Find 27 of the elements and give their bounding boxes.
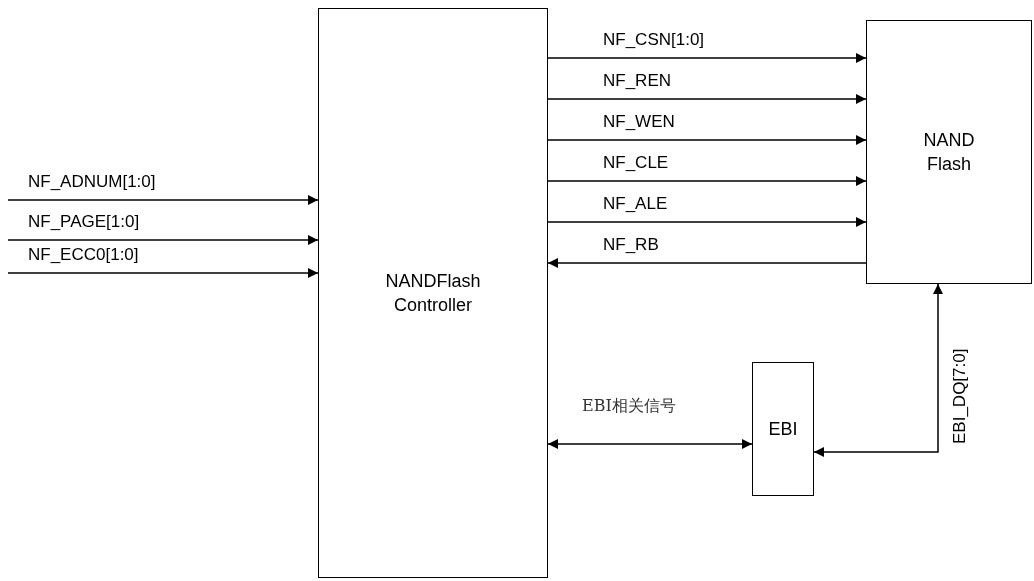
signal-arrow [547, 94, 867, 104]
block-label: NAND Flash [922, 129, 976, 176]
signal-arrow [547, 258, 867, 268]
signal-label: NF_ADNUM[1:0] [26, 172, 158, 192]
signal-arrow [547, 176, 867, 186]
signal-arrow [547, 53, 867, 63]
signal-arrow [547, 217, 867, 227]
signal-arrow [7, 235, 319, 245]
signal-arrow [7, 268, 319, 278]
signal-arrow [547, 439, 753, 449]
signal-label: NF_REN [601, 71, 673, 91]
signal-arrow [813, 283, 943, 457]
signal-label: EBI相关信号 [580, 396, 678, 416]
block-box [752, 362, 814, 496]
signal-arrow [547, 135, 867, 145]
signal-label: NF_WEN [601, 112, 677, 132]
block-label: NANDFlash Controller [384, 270, 482, 317]
signal-label: NF_RB [601, 235, 661, 255]
signal-arrow [7, 195, 319, 205]
signal-label: NF_ECC0[1:0] [26, 245, 141, 265]
block-box [866, 20, 1032, 284]
signal-label: EBI_DQ[7:0] [950, 346, 970, 446]
block-label: EBI [767, 418, 799, 441]
signal-label: NF_CLE [601, 153, 671, 173]
signal-label: NF_PAGE[1:0] [26, 212, 142, 232]
block-box [318, 8, 548, 578]
signal-label: NF_ALE [601, 194, 670, 214]
